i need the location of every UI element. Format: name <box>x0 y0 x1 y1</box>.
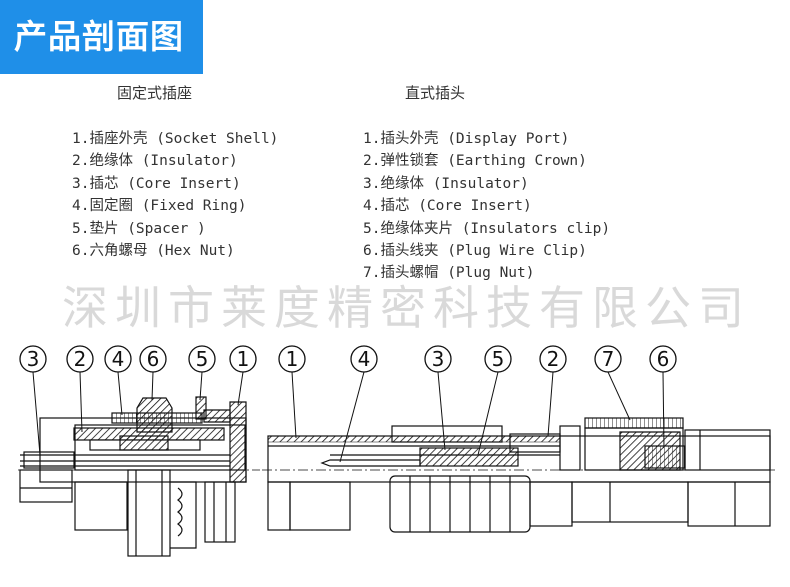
svg-text:4: 4 <box>112 347 125 371</box>
svg-text:7: 7 <box>602 347 615 371</box>
list-item: 5.垫片 (Spacer ) <box>72 220 206 237</box>
callout-marker: 2 <box>539 345 567 373</box>
callout-marker: 1 <box>278 345 306 373</box>
svg-text:6: 6 <box>147 347 160 371</box>
callout-marker: 4 <box>350 345 378 373</box>
callout-marker: 7 <box>594 345 622 373</box>
list-item: 1.插头外壳 (Display Port) <box>363 131 570 147</box>
callout-marker: 3 <box>424 345 452 373</box>
list-item: 4.固定圈 (Fixed Ring) <box>72 198 247 215</box>
callout-marker: 4 <box>104 345 132 373</box>
callout-marker: 5 <box>188 345 216 373</box>
svg-text:2: 2 <box>547 347 560 371</box>
svg-text:3: 3 <box>27 347 40 371</box>
socket-parts-list: 1.插座外壳 (Socket Shell) 2.绝缘体 (Insulator) … <box>72 128 278 262</box>
callout-marker: 3 <box>19 345 47 373</box>
socket-column-title: 固定式插座 <box>117 84 193 102</box>
svg-text:5: 5 <box>492 347 505 371</box>
callout-markers: 3 2 4 6 5 1 1 4 <box>19 345 677 373</box>
svg-text:5: 5 <box>196 347 209 371</box>
plug-cross-section <box>262 417 775 533</box>
list-item: 1.插座外壳 (Socket Shell) <box>72 131 279 147</box>
svg-text:2: 2 <box>74 347 87 371</box>
list-item: 7.插头螺帽 (Plug Nut) <box>363 265 535 282</box>
list-item: 2.绝缘体 (Insulator) <box>72 153 238 170</box>
callout-marker: 1 <box>229 345 257 373</box>
svg-text:3: 3 <box>432 347 445 371</box>
list-item: 6.插头线夹 (Plug Wire Clip) <box>363 243 587 260</box>
plug-column-title: 直式插头 <box>405 84 466 102</box>
plug-parts-list: 1.插头外壳 (Display Port) 2.弹性锁套 (Earthing C… <box>363 128 610 285</box>
leader-lines <box>32 371 665 463</box>
company-watermark: 深圳市莱度精密科技有限公司 <box>62 281 751 335</box>
svg-text:1: 1 <box>286 347 299 371</box>
socket-cross-section <box>18 396 260 557</box>
section-title: 产品剖面图 <box>14 17 184 56</box>
callout-marker: 6 <box>139 345 167 373</box>
list-item: 3.插芯 (Core Insert) <box>72 175 241 192</box>
callout-marker: 5 <box>484 345 512 373</box>
section-title-banner: 产品剖面图 <box>0 0 203 74</box>
list-item: 3.绝缘体 (Insulator) <box>363 175 529 192</box>
svg-text:6: 6 <box>657 347 670 371</box>
callout-marker: 6 <box>649 345 677 373</box>
list-item: 6.六角螺母 (Hex Nut) <box>72 243 235 260</box>
list-item: 4.插芯 (Core Insert) <box>363 198 532 215</box>
svg-text:1: 1 <box>237 347 250 371</box>
svg-text:4: 4 <box>358 347 371 371</box>
callout-marker: 2 <box>66 345 94 373</box>
list-item: 2.弹性锁套 (Earthing Crown) <box>363 153 587 170</box>
list-item: 5.绝缘体夹片 (Insulators clip) <box>363 220 611 237</box>
